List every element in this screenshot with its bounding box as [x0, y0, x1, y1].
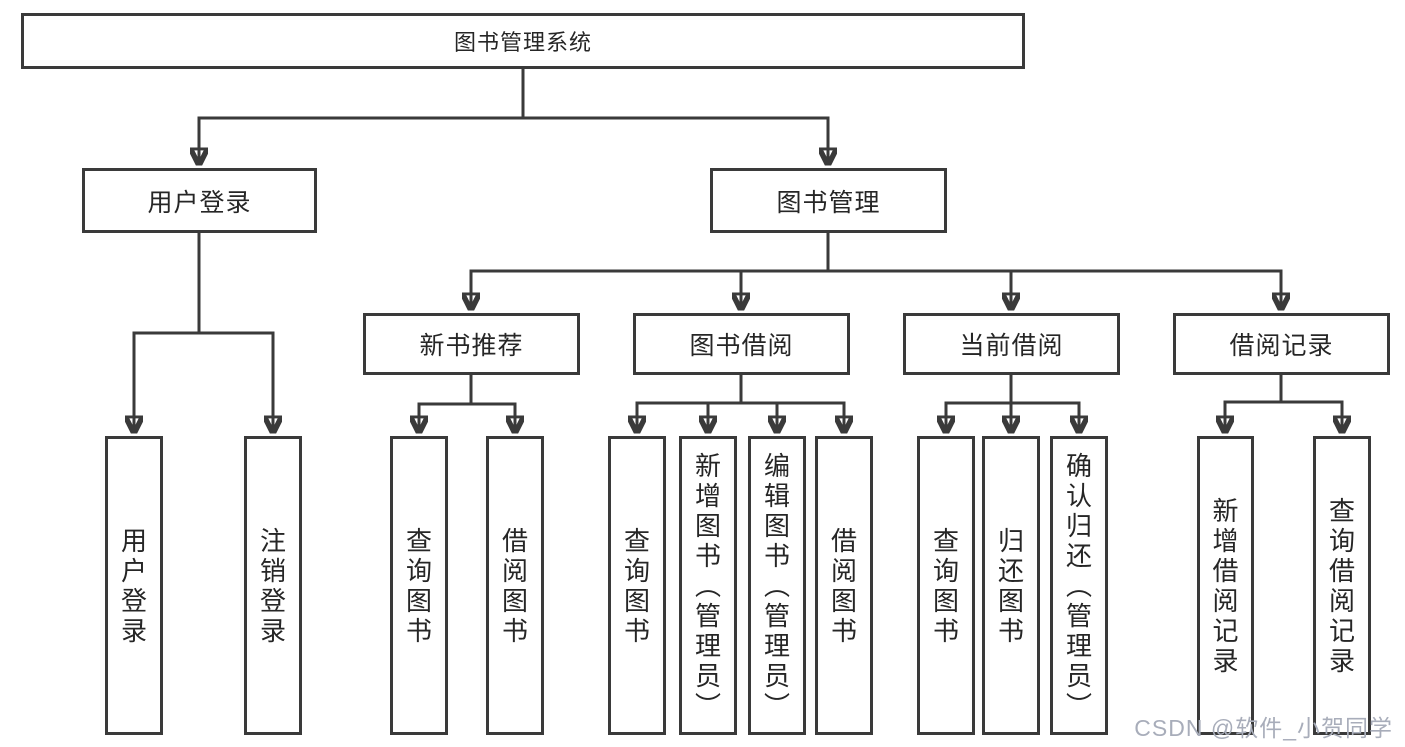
node-current-borrow: 当前借阅 [903, 313, 1120, 375]
leaf-current-query-books: 查询图书 [917, 436, 975, 735]
node-new-book-recommend: 新书推荐 [363, 313, 580, 375]
node-label: 新书推荐 [419, 332, 524, 360]
node-book-borrow: 图书借阅 [633, 313, 850, 375]
leaf-borrow-books: 借阅图书 [815, 436, 873, 735]
node-label: 图书借阅 [689, 332, 794, 360]
node-borrow-records: 借阅记录 [1173, 313, 1390, 375]
leaf-logout: 注销登录 [244, 436, 302, 735]
edge-group-root [198, 69, 830, 163]
leaf-edit-books-admin: 编辑图书︵管理员︶ [748, 436, 806, 735]
node-label: 当前借阅 [959, 332, 1064, 360]
node-library-system: 图书管理系统 [21, 13, 1025, 69]
leaf-confirm-return-admin: 确认归还︵管理员︶ [1050, 436, 1108, 735]
edge-group-borrow-records [1224, 375, 1344, 431]
leaf-return-books: 归还图书 [982, 436, 1040, 735]
node-book-management: 图书管理 [710, 168, 947, 233]
node-label: 图书管理系统 [453, 30, 592, 55]
leaf-recommend-borrow-books: 借阅图书 [486, 436, 544, 735]
node-label: 借阅记录 [1229, 332, 1334, 360]
edge-group-book-borrow [636, 375, 846, 431]
leaf-query-borrow-record: 查询借阅记录 [1313, 436, 1371, 735]
leaf-add-books-admin: 新增图书︵管理员︶ [679, 436, 737, 735]
edge-group-user-login [133, 233, 275, 431]
leaf-add-borrow-record: 新增借阅记录 [1197, 436, 1254, 735]
node-user-login: 用户登录 [82, 168, 317, 233]
edge-group-current-borrow [945, 375, 1081, 431]
node-label: 图书管理 [776, 188, 881, 217]
edge-group-new-book-recommend [418, 375, 517, 431]
csdn-watermark: CSDN @软件_小贺同学 [1134, 715, 1393, 741]
node-label: 用户登录 [147, 188, 252, 217]
leaf-user-login: 用户登录 [105, 436, 163, 735]
edge-group-book-management [470, 233, 1283, 308]
leaf-borrow-query-books: 查询图书 [608, 436, 666, 735]
leaf-recommend-query-books: 查询图书 [390, 436, 448, 735]
